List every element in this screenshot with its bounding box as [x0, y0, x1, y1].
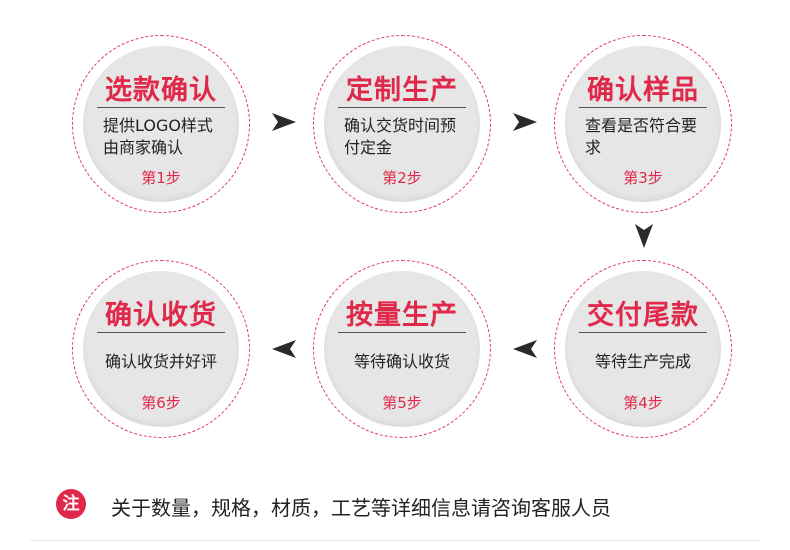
step-5-desc: 等待确认收货 — [353, 352, 450, 371]
step-2-circle: 定制生产 确认交货时间预付定金 第2步 — [313, 35, 491, 213]
step-5-title: 按量生产 — [346, 300, 458, 331]
arrow-left-icon — [272, 340, 296, 358]
step-2-desc: 确认交货时间预付定金 — [344, 116, 457, 157]
arrow-down-icon — [635, 224, 653, 248]
step-2-title: 定制生产 — [346, 75, 458, 106]
step-4-divider — [579, 332, 707, 333]
arrow-left-icon — [513, 340, 537, 358]
note-text: 关于数量，规格，材质，工艺等详细信息请咨询客服人员 — [111, 496, 611, 520]
step-4-inner: 交付尾款 等待生产完成 第4步 — [565, 271, 721, 427]
step-3-title: 确认样品 — [587, 75, 699, 106]
step-5-divider — [338, 332, 466, 333]
step-1-circle: 选款确认 提供LOGO样式由商家确认 第1步 — [72, 35, 250, 213]
step-6-divider — [97, 332, 225, 333]
step-1-title: 选款确认 — [105, 75, 217, 106]
step-3-divider — [579, 107, 707, 108]
step-5-circle: 按量生产 等待确认收货 第5步 — [313, 260, 491, 438]
step-4-title: 交付尾款 — [587, 300, 699, 331]
step-1-desc: 提供LOGO样式由商家确认 — [103, 116, 213, 157]
step-3-inner: 确认样品 查看是否符合要求 第3步 — [565, 46, 721, 202]
step-1-number: 第1步 — [141, 169, 181, 187]
step-1-divider — [97, 107, 225, 108]
step-2-number: 第2步 — [382, 169, 422, 187]
step-2-inner: 定制生产 确认交货时间预付定金 第2步 — [324, 46, 480, 202]
step-5-number: 第5步 — [382, 394, 422, 412]
step-3-desc: 查看是否符合要求 — [585, 116, 698, 157]
step-3-number: 第3步 — [623, 169, 663, 187]
step-5-inner: 按量生产 等待确认收货 第5步 — [324, 271, 480, 427]
step-6-inner: 确认收货 确认收货并好评 第6步 — [83, 271, 239, 427]
step-3-circle: 确认样品 查看是否符合要求 第3步 — [554, 35, 732, 213]
bottom-divider — [30, 540, 760, 541]
step-6-title: 确认收货 — [105, 300, 217, 331]
step-6-number: 第6步 — [141, 394, 181, 412]
step-4-number: 第4步 — [623, 394, 663, 412]
arrow-right-icon — [513, 113, 537, 131]
step-4-desc: 等待生产完成 — [594, 352, 691, 371]
step-6-desc: 确认收货并好评 — [104, 352, 217, 371]
step-2-divider — [338, 107, 466, 108]
arrow-right-icon — [272, 113, 296, 131]
step-6-circle: 确认收货 确认收货并好评 第6步 — [72, 260, 250, 438]
step-4-circle: 交付尾款 等待生产完成 第4步 — [554, 260, 732, 438]
note-badge: 注 — [56, 489, 86, 519]
step-1-inner: 选款确认 提供LOGO样式由商家确认 第1步 — [83, 46, 239, 202]
